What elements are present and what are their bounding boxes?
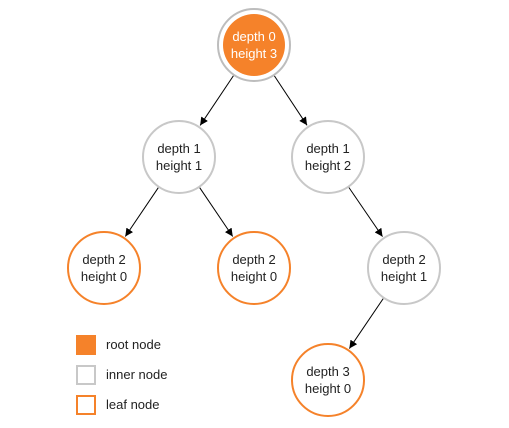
inner-node: depth 1 height 1	[142, 120, 216, 194]
node-depth-label: depth 3	[306, 364, 349, 379]
legend-swatch-leaf	[76, 395, 96, 415]
node-height-label: height 2	[305, 158, 351, 173]
edge-arrow	[199, 187, 234, 237]
node-depth-label: depth 1	[306, 141, 349, 156]
legend-swatch-root	[76, 335, 96, 355]
legend-label-leaf: leaf node	[106, 397, 160, 412]
inner-node-circle	[367, 231, 441, 305]
leaf-node: depth 2 height 0	[67, 231, 141, 305]
node-height-label: height 3	[231, 46, 277, 61]
edge-arrow	[199, 75, 234, 126]
leaf-node-circle	[217, 231, 291, 305]
root-node: depth 0 height 3	[217, 8, 291, 82]
node-height-label: height 1	[381, 269, 427, 284]
inner-node-circle	[142, 120, 216, 194]
node-height-label: height 0	[231, 269, 277, 284]
edge-arrow	[124, 187, 159, 237]
legend-item-leaf: leaf node	[76, 395, 160, 415]
node-depth-label: depth 2	[232, 252, 275, 267]
edge-arrow	[348, 187, 383, 237]
node-depth-label: depth 1	[157, 141, 200, 156]
legend-item-root: root node	[76, 335, 161, 355]
inner-node: depth 1 height 2	[291, 120, 365, 194]
edges	[124, 75, 384, 349]
node-height-label: height 0	[81, 269, 127, 284]
legend-swatch-inner	[76, 365, 96, 385]
node-height-label: height 1	[156, 158, 202, 173]
legend-item-inner: inner node	[76, 365, 167, 385]
legend-label-root: root node	[106, 337, 161, 352]
inner-node-circle	[291, 120, 365, 194]
leaf-node-circle	[67, 231, 141, 305]
edge-arrow	[273, 75, 308, 126]
legend: root node inner node leaf node	[76, 335, 167, 415]
leaf-node: depth 2 height 0	[217, 231, 291, 305]
edge-arrow	[348, 298, 384, 349]
root-node-circle	[223, 14, 285, 76]
legend-label-inner: inner node	[106, 367, 167, 382]
node-depth-label: depth 2	[382, 252, 425, 267]
node-depth-label: depth 0	[232, 29, 275, 44]
node-height-label: height 0	[305, 381, 351, 396]
inner-node: depth 2 height 1	[367, 231, 441, 305]
leaf-node: depth 3 height 0	[291, 343, 365, 417]
node-depth-label: depth 2	[82, 252, 125, 267]
leaf-node-circle	[291, 343, 365, 417]
